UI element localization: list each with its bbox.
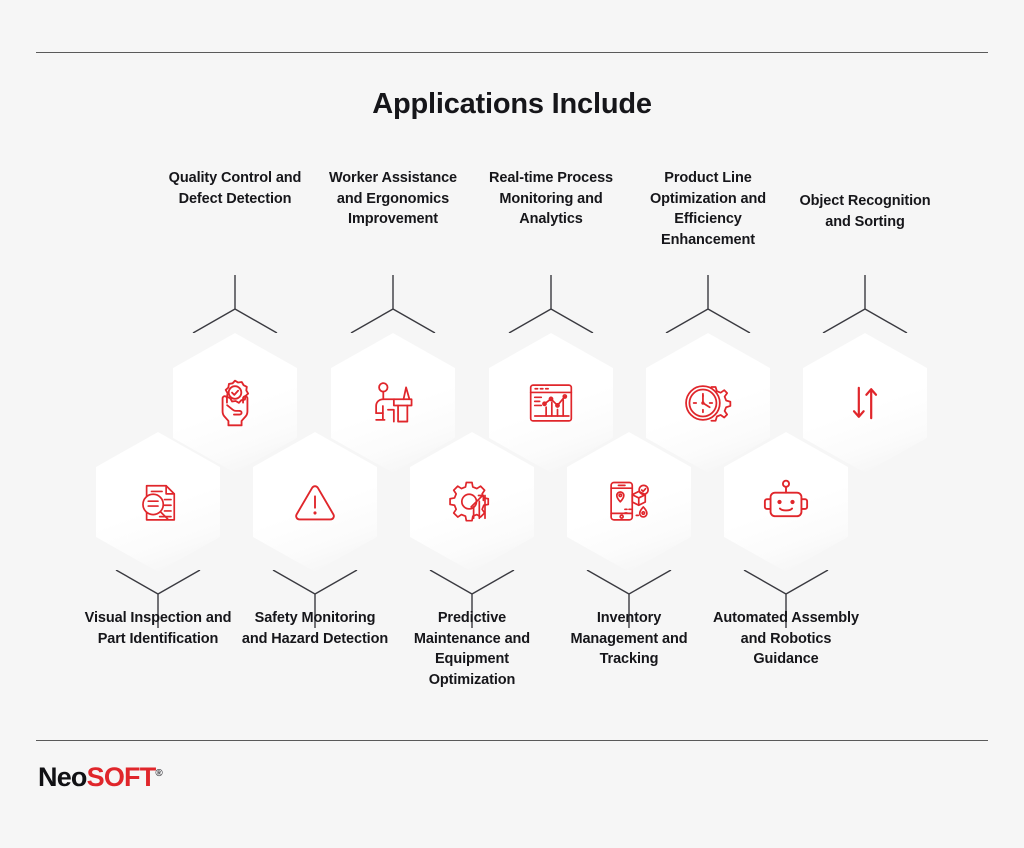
neosoft-logo: NeoSOFT®: [38, 762, 163, 793]
hexagon-tile: [489, 333, 613, 473]
gear-bar-chart-maintenance-icon: [410, 432, 534, 572]
logo-text-soft: SOFT: [86, 762, 157, 792]
application-label: Inventory Management and Tracking: [570, 610, 688, 667]
connector-line-down: [331, 275, 455, 333]
hexagon-tile: [803, 333, 927, 473]
hexagon-tile: [253, 432, 377, 572]
application-label: Worker Assistance and Ergonomics Improve…: [328, 170, 458, 227]
connector-line-down: [803, 275, 927, 333]
connector-line-down: [489, 275, 613, 333]
connector-line-up: [410, 570, 534, 628]
clock-gear-efficiency-icon: [646, 333, 770, 473]
logo-text-neo: Neo: [38, 762, 87, 792]
connector-line-up: [253, 570, 377, 628]
hexagon-tile: [96, 432, 220, 572]
warning-triangle-hazard-icon: [253, 432, 377, 572]
page-title: Applications Include: [372, 88, 652, 120]
application-label: Product Line Optimization and Efficiency…: [649, 170, 766, 248]
bottom-divider-rule: [36, 740, 988, 741]
application-label: Object Recognition and Sorting: [799, 193, 931, 230]
connector-line-up: [567, 570, 691, 628]
connector-line-up: [724, 570, 848, 628]
mobile-package-tracking-icon: [567, 432, 691, 572]
application-label: Automated Assembly and Robotics Guidance: [713, 610, 859, 667]
person-at-desk-workstation-icon: [331, 333, 455, 473]
hexagon-tile: [331, 333, 455, 473]
hexagon-shape: [173, 333, 297, 473]
robot-head-icon: [724, 432, 848, 572]
hexagon-shape: [803, 333, 927, 473]
application-label: Quality Control and Defect Detection: [168, 170, 302, 207]
hexagon-tile: [567, 432, 691, 572]
registered-trademark-icon: ®: [155, 768, 163, 779]
up-down-sort-arrows-icon: [803, 333, 927, 473]
magnifier-document-inspection-icon: [96, 432, 220, 572]
application-label: Safety Monitoring and Hazard Detection: [241, 610, 389, 647]
top-divider-rule: [36, 52, 988, 53]
hexagon-tile: [410, 432, 534, 572]
hands-holding-quality-badge-icon: [173, 333, 297, 473]
hexagon-shape: [646, 333, 770, 473]
application-label: Predictive Maintenance and Equipment Opt…: [413, 610, 531, 688]
application-label: Visual Inspection and Part Identificatio…: [84, 610, 232, 647]
application-label: Real-time Process Monitoring and Analyti…: [488, 170, 614, 227]
connector-line-down: [646, 275, 770, 333]
hexagon-tile: [724, 432, 848, 572]
hexagon-tile: [173, 333, 297, 473]
analytics-dashboard-chart-icon: [489, 333, 613, 473]
connector-line-down: [173, 275, 297, 333]
connector-line-up: [96, 570, 220, 628]
hexagon-tile: [646, 333, 770, 473]
